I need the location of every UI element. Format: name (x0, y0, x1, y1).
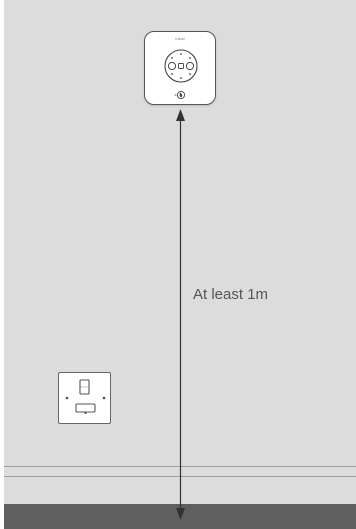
thermostat-icon: ideal (144, 31, 216, 105)
switch-faceplate (65, 379, 106, 415)
dial-icon (164, 49, 198, 100)
fused-spur-switch-icon (58, 372, 111, 424)
flame-icon (174, 90, 186, 100)
distance-label: At least 1m (193, 286, 269, 303)
brand-label: ideal (175, 36, 185, 41)
